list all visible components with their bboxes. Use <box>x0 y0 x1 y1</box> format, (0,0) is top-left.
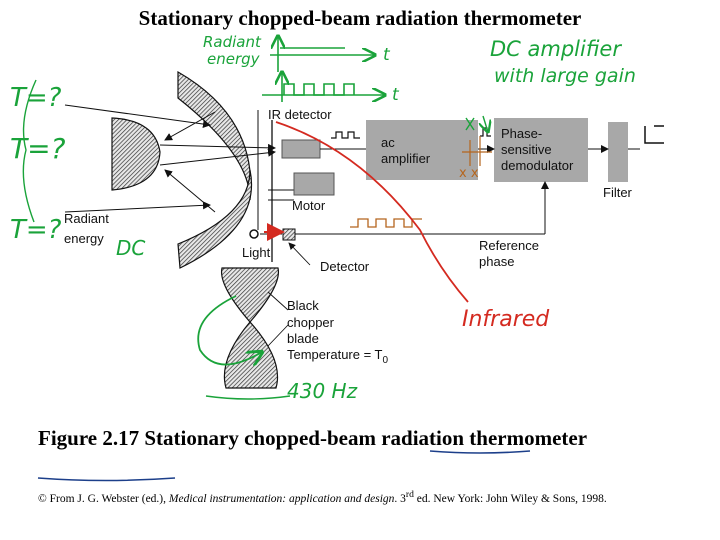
detector-label: Detector <box>320 259 370 274</box>
chopper-label-line2: chopper <box>287 315 335 330</box>
reference-waveform <box>350 218 422 228</box>
leader-lines <box>267 242 311 347</box>
dc-signal-sketch <box>270 36 375 72</box>
light-source <box>249 229 259 239</box>
reference-label: Reference <box>479 238 539 253</box>
infrared-pointer <box>275 121 469 303</box>
incoming-rays <box>64 104 276 213</box>
temperature-question-2: T=? <box>10 132 66 165</box>
time-axis-label-2: t <box>392 85 400 105</box>
amplifier-output-waveform <box>480 127 491 137</box>
demod-x-marks: x x <box>459 166 479 181</box>
phase-label: phase <box>479 254 514 269</box>
dc-note: DC <box>116 236 145 260</box>
secondary-mirror <box>111 117 161 191</box>
caption-underline-2 <box>37 477 176 482</box>
source-credit: © From J. G. Webster (ed.), Medical inst… <box>38 489 607 505</box>
frequency-note: 430 Hz <box>287 379 358 403</box>
figure-caption: Figure 2.17 Stationary chopped-beam radi… <box>38 426 588 450</box>
temperature-label: Temperature = T0 <box>287 347 389 366</box>
input-markers <box>465 115 488 132</box>
radiant-label: Radiant <box>64 211 109 226</box>
chopped-signal-sketch <box>262 72 385 102</box>
chopper-blade <box>220 267 280 389</box>
filter-label: Filter <box>603 185 633 200</box>
ac-amplifier-label-line2: amplifier <box>381 151 431 166</box>
rotation-arrow <box>197 295 262 365</box>
caption-underline-1 <box>429 450 531 454</box>
green-bracket <box>22 79 37 223</box>
ir-detector-label: IR detector <box>268 107 332 122</box>
svg-text:Radiant: Radiant <box>203 33 262 51</box>
motor-label: Motor <box>292 198 326 213</box>
primary-mirror <box>177 70 252 269</box>
infrared-note: Infrared <box>462 307 550 332</box>
radiant-energy-note: Radiant energy <box>203 33 262 68</box>
demod-input-sketch <box>462 136 492 166</box>
demodulator-block <box>494 118 588 182</box>
chopper-label-line1: Black <box>287 298 319 313</box>
slide-title: Stationary chopped-beam radiation thermo… <box>138 6 582 30</box>
time-axis-label-1: t <box>383 45 391 65</box>
dc-amplifier-note-line2: with large gain <box>494 65 636 87</box>
demodulator-label-line2: sensitive <box>501 142 552 157</box>
ir-waveform <box>331 131 360 139</box>
ac-amplifier-label-line1: ac <box>381 135 395 150</box>
temperature-question-1: T=? <box>10 83 62 113</box>
photo-detector <box>282 228 296 241</box>
dc-amplifier-note-line1: DC amplifier <box>490 37 622 61</box>
frequency-underline <box>205 395 291 400</box>
chopper-label-line3: blade <box>287 331 319 346</box>
temperature-question-3: T=? <box>10 215 62 245</box>
detector-assembly <box>257 110 366 262</box>
output-display-icon <box>644 125 664 144</box>
svg-text:energy: energy <box>207 50 261 68</box>
demodulator-label-line1: Phase- <box>501 126 542 141</box>
signal-wiring <box>295 145 640 235</box>
energy-label: energy <box>64 231 104 246</box>
filter-block <box>608 122 628 182</box>
ac-amplifier-block <box>366 120 478 180</box>
motor-block <box>293 172 335 196</box>
light-label: Light <box>242 245 271 260</box>
demodulator-label-line3: demodulator <box>501 158 574 173</box>
